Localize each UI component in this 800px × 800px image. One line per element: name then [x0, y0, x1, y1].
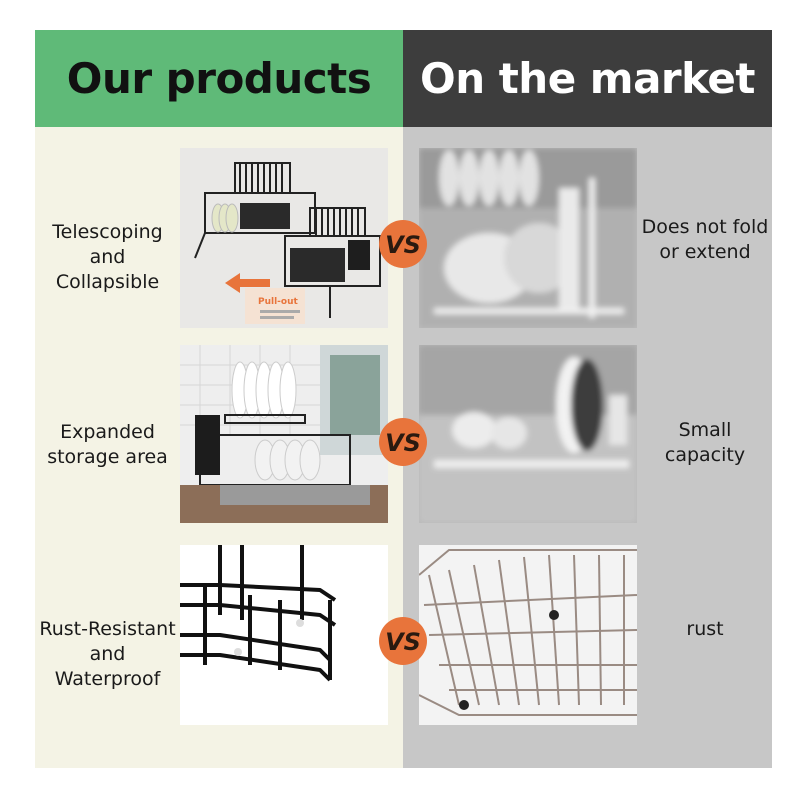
- vs-text: VS: [385, 231, 421, 259]
- our-products-title: Our products: [66, 54, 372, 103]
- row2-ours-image: [180, 345, 388, 523]
- row1-market-image: [419, 148, 637, 328]
- row3-market-image: [419, 545, 637, 725]
- row1-ours-image: Pull-out: [180, 148, 388, 328]
- vs-badge-row2: VS: [377, 416, 429, 468]
- vs-badge-row1: VS: [377, 218, 429, 270]
- vs-badge-row3: VS: [377, 615, 429, 667]
- row3-ours-image: [180, 545, 388, 725]
- row3-ours-label: Rust-Resistant and Waterproof: [39, 618, 176, 690]
- row1-ours-label: Telescoping and Collapsible: [52, 221, 163, 293]
- row2-market-image: [419, 345, 637, 523]
- pull-out-text: Pull-out: [258, 297, 298, 307]
- row2-ours-label: Expanded storage area: [47, 421, 168, 468]
- our-products-header: Our products: [35, 30, 403, 127]
- vs-text: VS: [385, 628, 421, 656]
- comparison-panel: Our products On the market Telescoping a…: [35, 30, 772, 768]
- vs-text: VS: [385, 429, 421, 457]
- market-title: On the market: [420, 54, 756, 103]
- row2-market-label: Small capacity: [664, 419, 746, 466]
- row3-market-label: rust: [686, 618, 724, 640]
- row1-market-label: Does not fold or extend: [641, 216, 769, 263]
- market-header: On the market: [403, 30, 772, 127]
